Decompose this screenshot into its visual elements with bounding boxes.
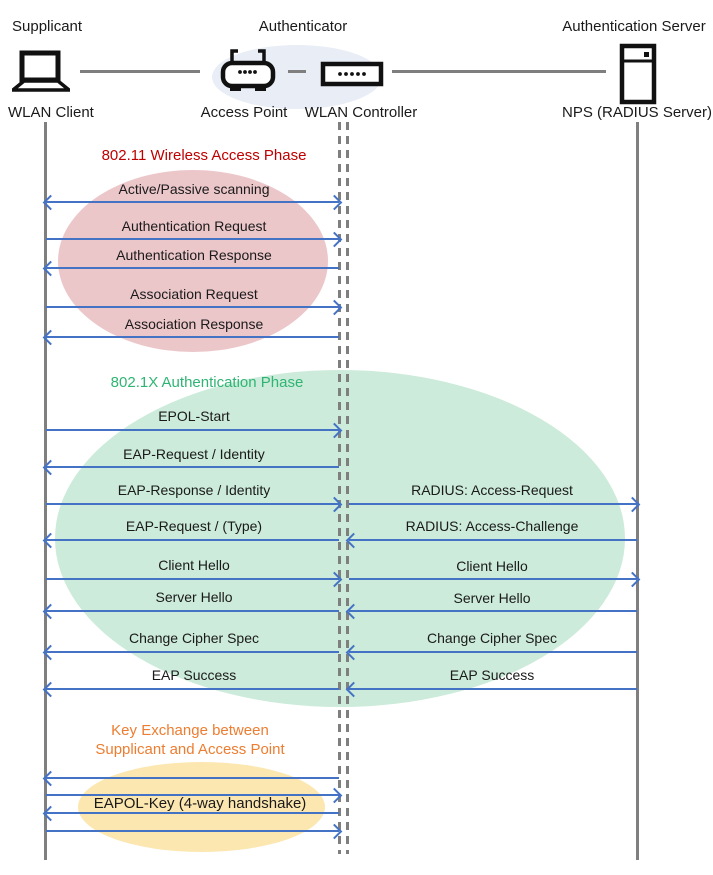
- message-label: EAP-Request / Identity: [123, 446, 265, 462]
- message-label: Active/Passive scanning: [118, 181, 270, 197]
- message-arrow: [345, 681, 637, 698]
- message-label: Authentication Response: [116, 247, 272, 263]
- message-arrow: [42, 770, 339, 787]
- message-arrow: [345, 603, 637, 620]
- role-label-supplicant: Supplicant: [12, 18, 83, 35]
- connector-line: [80, 70, 200, 73]
- message-label: Client Hello: [456, 558, 528, 574]
- message-arrow: [349, 571, 641, 588]
- device-label-wlan-controller: WLAN Controller: [304, 104, 418, 121]
- message-label: RADIUS: Access-Challenge: [405, 518, 579, 534]
- message-arrow: [42, 681, 339, 698]
- message-arrow: [46, 299, 343, 316]
- phase-title-key-exchange-line2: Supplicant and Access Point: [95, 741, 285, 758]
- message-arrow: [46, 571, 343, 588]
- role-label-authentication-server: Authentication Server: [562, 18, 706, 35]
- message-label: Client Hello: [158, 557, 230, 573]
- message-label: Authentication Request: [121, 218, 267, 234]
- message-arrow: [42, 805, 339, 822]
- message-label: EPOL-Start: [158, 408, 230, 424]
- message-label: Association Response: [124, 316, 264, 332]
- phase-title-key-exchange-line1: Key Exchange between: [111, 722, 269, 739]
- role-label-authenticator: Authenticator: [258, 18, 348, 35]
- message-arrow: [42, 603, 339, 620]
- message-arrow: [46, 496, 343, 513]
- device-label-access-point: Access Point: [200, 104, 288, 121]
- phase-title-wireless-access: 802.11 Wireless Access Phase: [101, 147, 307, 164]
- message-arrow: [46, 422, 343, 439]
- message-arrow: [42, 459, 339, 476]
- message-label: RADIUS: Access-Request: [411, 482, 573, 498]
- message-label: Association Request: [130, 286, 258, 302]
- message-label: EAP-Response / Identity: [117, 482, 271, 498]
- message-arrow: [42, 329, 339, 346]
- device-label-wlan-client: WLAN Client: [8, 104, 94, 121]
- message-label: Server Hello: [453, 590, 531, 606]
- lifeline-client: [44, 122, 47, 860]
- message-label: EAP Success: [151, 667, 237, 683]
- wlan-controller-icon: [320, 61, 384, 87]
- message-label: Change Cipher Spec: [427, 630, 557, 646]
- message-arrow: [42, 194, 343, 211]
- connector-line: [392, 70, 606, 73]
- device-label-nps: NPS (RADIUS Server): [561, 104, 713, 121]
- phase-title-authentication: 802.1X Authentication Phase: [110, 374, 304, 391]
- laptop-icon: [12, 50, 70, 92]
- message-label: Change Cipher Spec: [129, 630, 259, 646]
- message-arrow: [42, 644, 339, 661]
- phase-title-key-exchange: Key Exchange between Supplicant and Acce…: [95, 721, 284, 759]
- server-icon: [619, 43, 657, 105]
- lifeline-server: [636, 122, 639, 860]
- message-label: EAP-Request / (Type): [125, 518, 263, 534]
- message-arrow: [46, 787, 343, 804]
- message-label: EAPOL-Key (4-way handshake): [93, 795, 307, 812]
- message-arrow: [42, 260, 339, 277]
- lifeline-controller-right: [346, 122, 349, 854]
- message-arrow: [42, 532, 339, 549]
- message-arrow: [349, 496, 641, 513]
- message-arrow: [345, 644, 637, 661]
- connector-line: [288, 70, 306, 73]
- phase-ellipse-wireless-access: [58, 170, 328, 352]
- access-point-icon: [220, 49, 276, 91]
- message-arrow: [46, 823, 343, 840]
- lifeline-controller-left: [338, 122, 341, 854]
- message-label: EAP Success: [449, 667, 535, 683]
- message-arrow: [345, 532, 637, 549]
- message-arrow: [46, 231, 343, 248]
- message-label: Server Hello: [155, 589, 233, 605]
